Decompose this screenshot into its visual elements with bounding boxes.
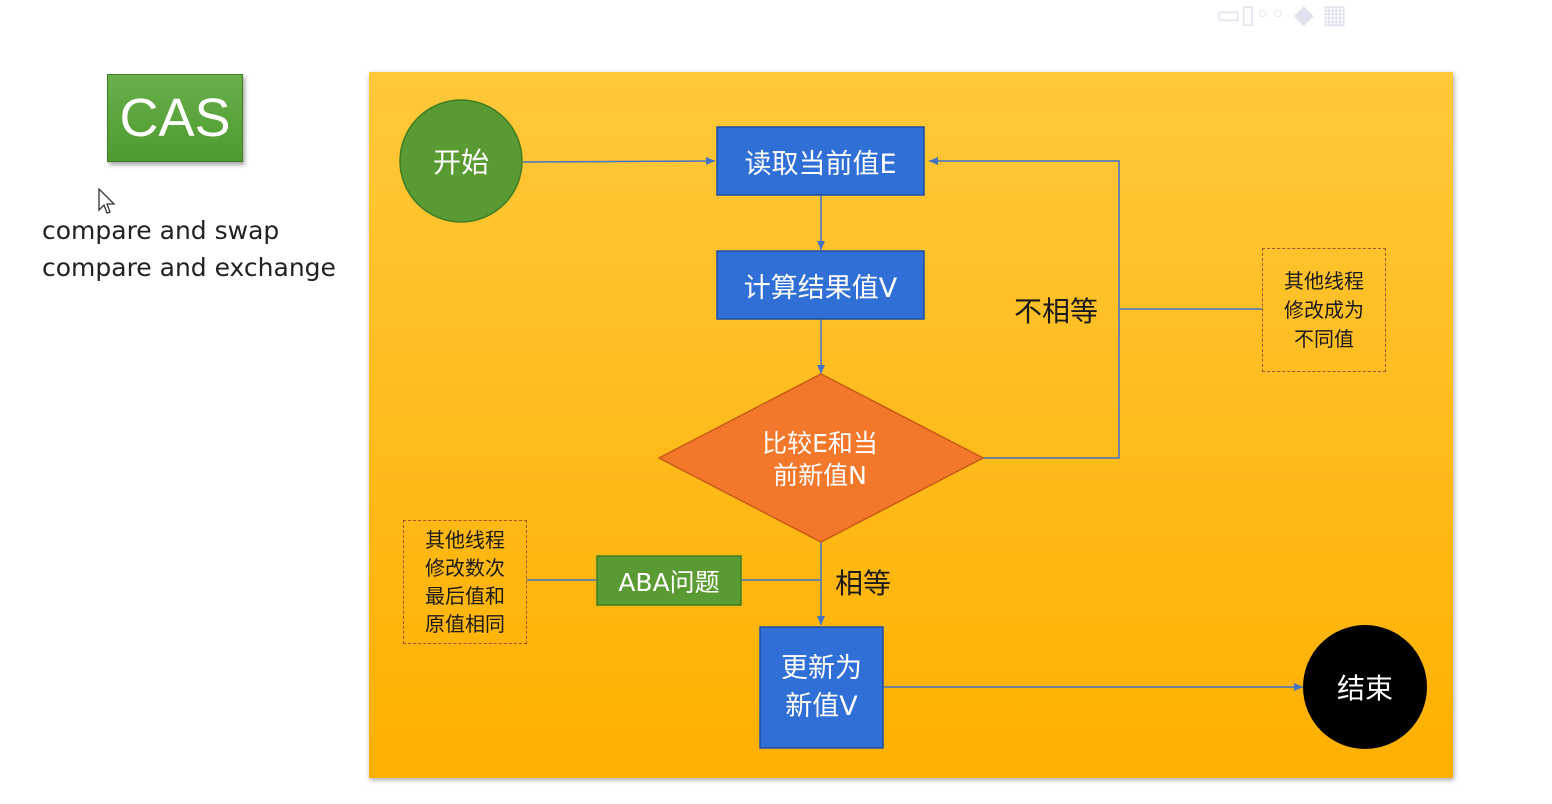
aba-box [596, 555, 742, 606]
cas-badge: CAS [107, 74, 243, 162]
start-label: 开始 [432, 146, 489, 179]
mouse-cursor-icon [98, 188, 116, 214]
update-label-line1: 更新为 [781, 652, 862, 684]
note-left-line: 最后值和 [425, 584, 505, 608]
note-left: 其他线程 修改数次 最后值和 原值相同 [403, 520, 527, 644]
read-label: 读取当前值E [744, 148, 897, 180]
equal-label: 相等 [835, 567, 892, 600]
compare-diamond [657, 373, 985, 543]
note-left-line: 修改数次 [425, 556, 505, 580]
note-right-line: 其他线程 [1284, 268, 1364, 293]
compare-label-line1: 比较E和当 [762, 429, 878, 458]
not-equal-label: 不相等 [1014, 295, 1099, 328]
update-box [759, 626, 884, 749]
end-node [1303, 625, 1427, 749]
watermark-logo: ▭▯◦◦ ◆ ▦ [1216, 0, 1347, 30]
end-label: 结束 [1336, 672, 1393, 705]
compute-box [716, 250, 925, 320]
term-compare-and-exchange: compare and exchange [42, 253, 336, 282]
compute-label: 计算结果值V [743, 272, 898, 304]
note-left-line: 原值相同 [425, 612, 505, 636]
read-box [716, 126, 925, 196]
aba-label: ABA问题 [618, 567, 720, 597]
compare-label-line2: 前新值N [773, 461, 867, 490]
note-right-line: 不同值 [1294, 326, 1354, 351]
compare-label: 比较E和当 前新值N [700, 420, 940, 500]
update-label-line2: 新值V [785, 690, 858, 722]
term-compare-and-swap: compare and swap [42, 216, 280, 245]
note-left-line: 其他线程 [425, 528, 505, 552]
edge-start-to-read [522, 157, 716, 166]
flowchart-shapes [399, 99, 1427, 749]
note-right-line: 修改成为 [1284, 297, 1364, 322]
note-right: 其他线程 修改成为 不同值 [1262, 248, 1386, 372]
start-node [399, 99, 523, 223]
update-label: 更新为 新值V [760, 627, 883, 748]
